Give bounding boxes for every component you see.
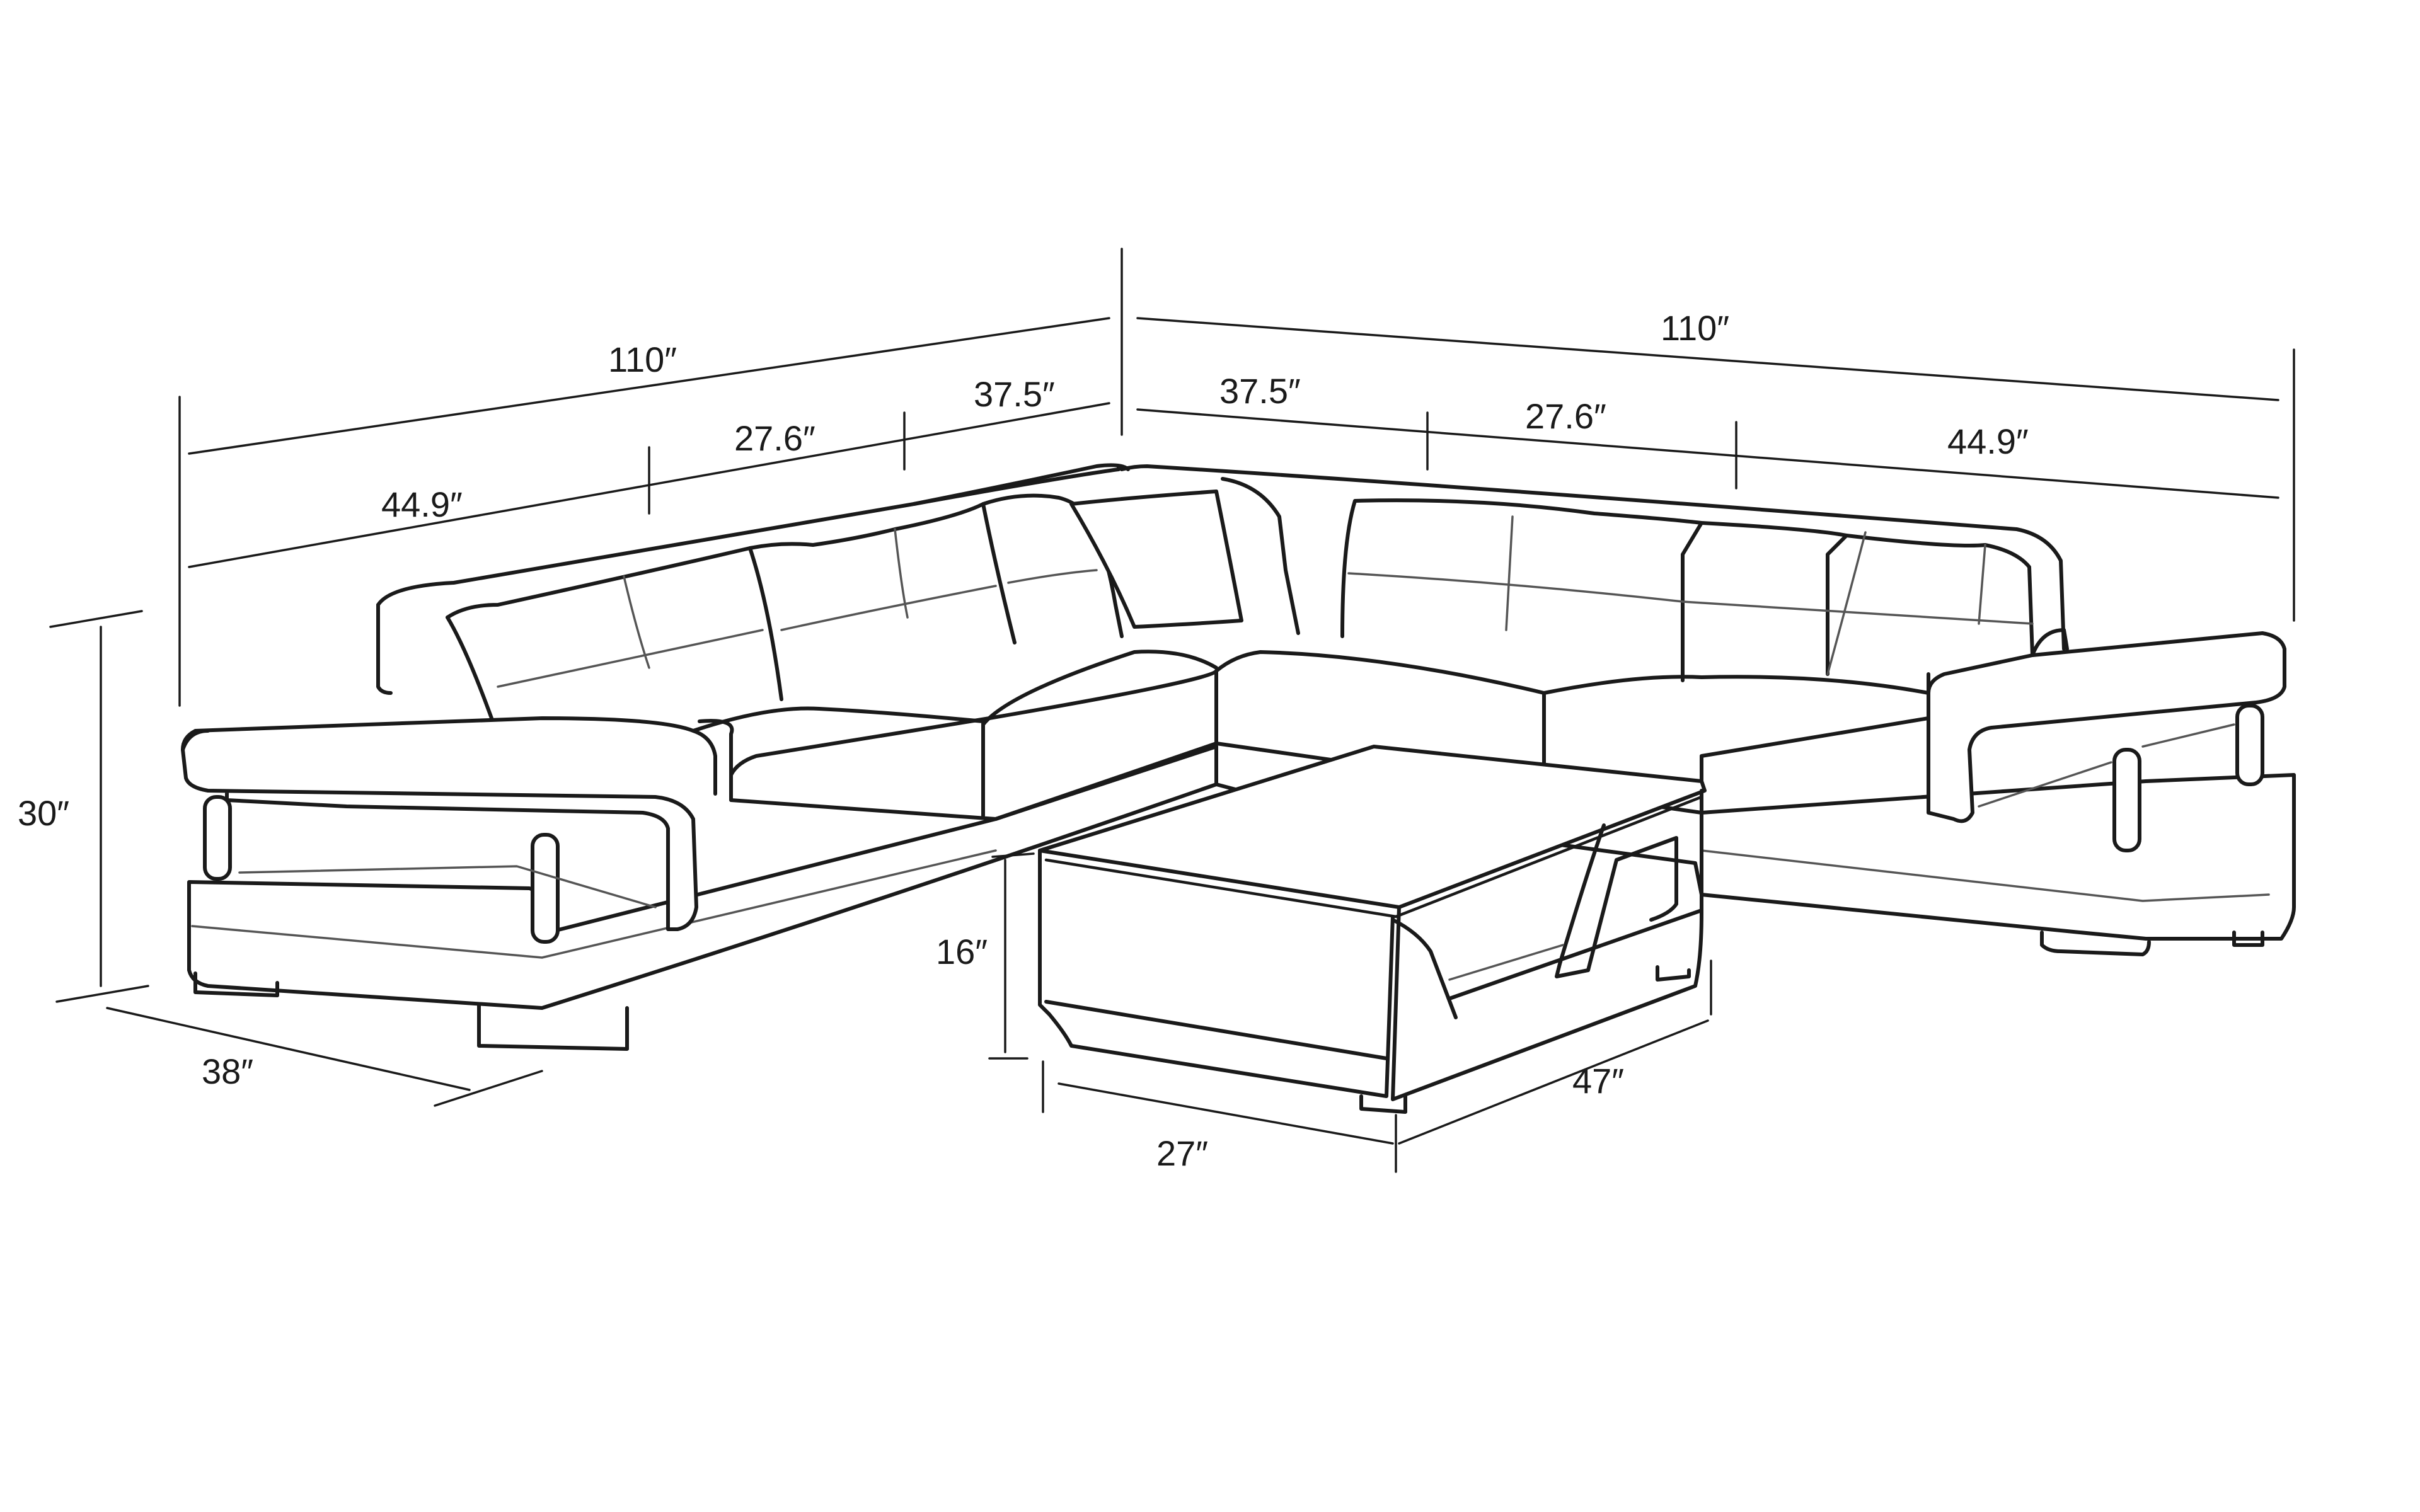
left-wing-backrest <box>376 464 1121 607</box>
label-left-total: 110″ <box>608 340 677 379</box>
right-table-leg-front <box>2112 748 2141 852</box>
label-left-seg-1: 44.9″ <box>381 484 463 524</box>
coffee-table-foot-side <box>1656 965 1691 982</box>
label-right-seg-1: 37.5″ <box>1219 371 1301 411</box>
coffee-table-foot-front <box>1359 1094 1407 1114</box>
label-table-width: 27″ <box>1156 1133 1208 1173</box>
left-wing-foot-front <box>477 1003 629 1051</box>
label-sofa-depth: 38″ <box>202 1051 253 1091</box>
right-table-leg-back <box>2235 704 2264 786</box>
coffee-table-side <box>1391 789 1703 1101</box>
coffee-table <box>1038 745 1707 1114</box>
label-right-seg-2: 27.6″ <box>1525 396 1606 436</box>
dim-table-width-line <box>1057 1082 1394 1145</box>
label-table-height: 16″ <box>936 932 988 971</box>
left-wing-base <box>187 745 1218 1010</box>
dim-left-total-line <box>188 317 1110 455</box>
right-table-top <box>1927 631 2286 823</box>
dim-right-segments-line <box>1136 408 2279 499</box>
right-wing-foot-front <box>2040 931 2151 956</box>
left-table-leg-front <box>531 833 560 944</box>
dimension-lines <box>49 248 2295 1173</box>
right-side-table <box>1927 628 2286 852</box>
label-left-seg-3: 37.5″ <box>974 374 1055 414</box>
label-table-length: 47″ <box>1572 1061 1624 1101</box>
coffee-table-front <box>1038 849 1395 1098</box>
label-right-total: 110″ <box>1661 308 1729 348</box>
left-sofa-wing <box>187 463 1218 1051</box>
right-wing-backrest <box>1120 464 2066 651</box>
dimension-labels: 110″ 44.9″ 27.6″ 37.5″ 110″ 37.5″ 27.6″ … <box>18 308 2029 1173</box>
dim-right-total-line <box>1136 317 2279 401</box>
label-right-seg-3: 44.9″ <box>1947 421 2029 461</box>
coffee-table-side-opening <box>1555 823 1678 978</box>
dim-sofa-depth-line <box>106 1007 471 1091</box>
left-side-table <box>181 716 717 944</box>
right-wing-base <box>1214 745 2296 941</box>
label-left-seg-2: 27.6″ <box>734 418 815 458</box>
left-wing-seat-front <box>729 669 1218 821</box>
dim-table-length-line <box>1398 1019 1709 1145</box>
right-wing-foot-back <box>2232 931 2264 947</box>
left-table-leg-back <box>203 795 232 881</box>
left-table-top <box>181 729 698 931</box>
left-wing-foot-back <box>193 971 279 997</box>
left-wing-seat-cushions <box>691 650 1218 818</box>
coffee-table-top <box>1038 745 1707 909</box>
throw-pillow <box>1069 490 1243 629</box>
label-sofa-height: 30″ <box>18 793 69 833</box>
